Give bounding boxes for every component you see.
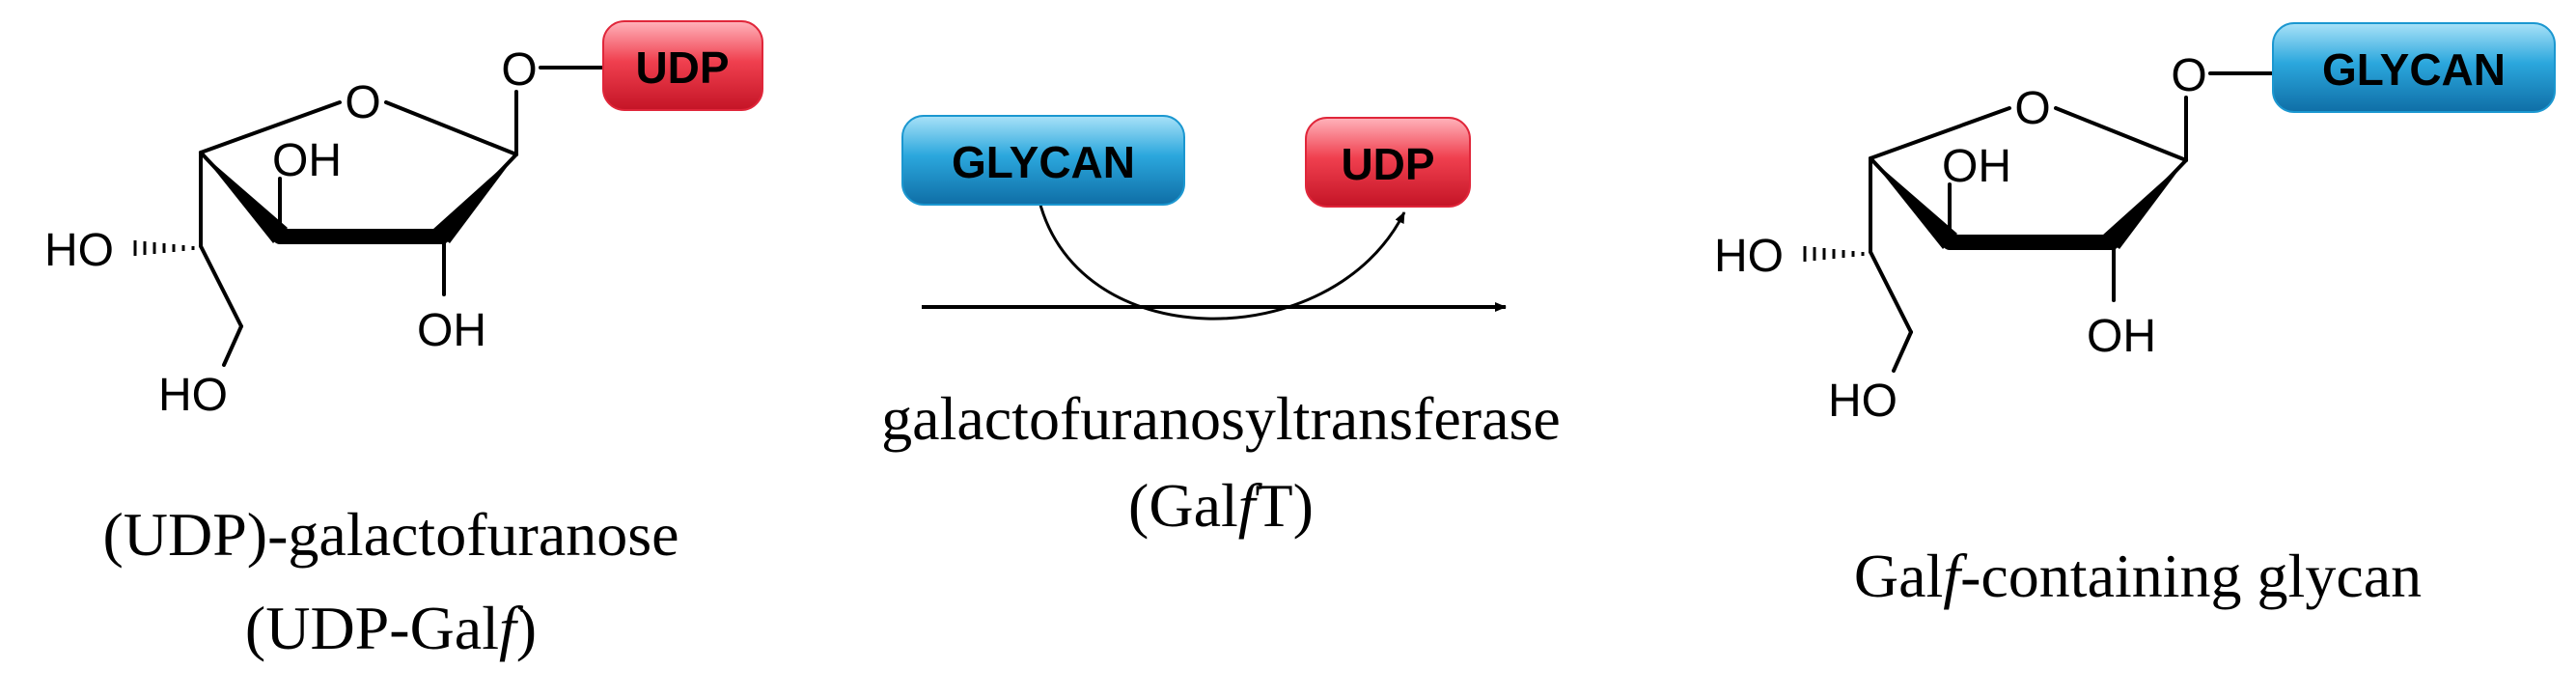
wedge-c1-c2 — [2102, 160, 2186, 249]
substrate-molecule: O O OH OH HO HO UDP (UDP)-galactofuranos… — [44, 20, 763, 662]
ring-oxygen: O — [345, 77, 380, 128]
product-glycan-tag: GLYCAN — [2272, 22, 2556, 113]
hydroxyl-c6: HO — [1828, 376, 1897, 427]
bond-o4-c1 — [384, 100, 518, 156]
enzyme-name: galactofuranosyltransferase — [881, 384, 1561, 453]
hydroxyl-c5: HO — [44, 225, 114, 276]
wedge-c1-c2 — [432, 154, 516, 243]
product-caption: Galf-containing glycan — [1854, 542, 2422, 610]
hashed-bond-c5 — [1803, 246, 1865, 262]
glycosidic-oxygen: O — [2171, 50, 2206, 101]
curved-transfer-arrow — [1036, 192, 1406, 321]
wedge-c3-c4 — [201, 153, 288, 243]
bond-c4-o4 — [1869, 106, 2011, 160]
hydroxyl-c5: HO — [1714, 231, 1784, 282]
substrate-caption-line2: (UDP-Galf) — [245, 594, 537, 662]
glycan-pill — [901, 115, 1185, 206]
bond-c6-oh — [222, 324, 243, 367]
glycosidic-oxygen: O — [501, 44, 537, 96]
bond-c5-c6 — [1869, 250, 1913, 334]
glycan-label: GLYCAN — [952, 137, 1135, 187]
enzyme-abbreviation: (GalfT) — [1128, 471, 1314, 540]
substrate-udp-tag: UDP — [602, 20, 763, 111]
hydroxyl-c6: HO — [158, 370, 228, 421]
reaction-arrow-group: GLYCAN UDP galactofuranosyltransferase (… — [881, 115, 1561, 540]
donor-glycan-tag: GLYCAN — [901, 115, 1185, 206]
substrate-caption-line1: (UDP)-galactofuranose — [102, 500, 679, 569]
hashed-bond-c5 — [133, 240, 195, 256]
udp-label: UDP — [1341, 139, 1434, 189]
bond-c4-o4 — [199, 100, 342, 154]
udp-label: UDP — [635, 42, 729, 93]
hydroxyl-c3: OH — [272, 135, 342, 186]
udp-pill — [602, 20, 763, 111]
bond-c6-oh — [1892, 330, 1913, 373]
bond-c5-c6 — [199, 244, 243, 328]
product-molecule: O O OH OH HO HO GLYCAN — [1714, 22, 2556, 427]
glycan-label: GLYCAN — [2322, 44, 2506, 95]
released-udp-tag: UDP — [1305, 117, 1471, 208]
hydroxyl-c2: OH — [2087, 311, 2156, 362]
glycan-pill — [2272, 22, 2556, 113]
bond-o4-c1 — [2054, 106, 2188, 162]
ring-oxygen: O — [2014, 83, 2050, 134]
udp-pill — [1305, 117, 1471, 208]
wedge-c3-c4 — [1870, 158, 1957, 249]
hydroxyl-c3: OH — [1942, 141, 2011, 192]
hydroxyl-c2: OH — [417, 305, 486, 356]
